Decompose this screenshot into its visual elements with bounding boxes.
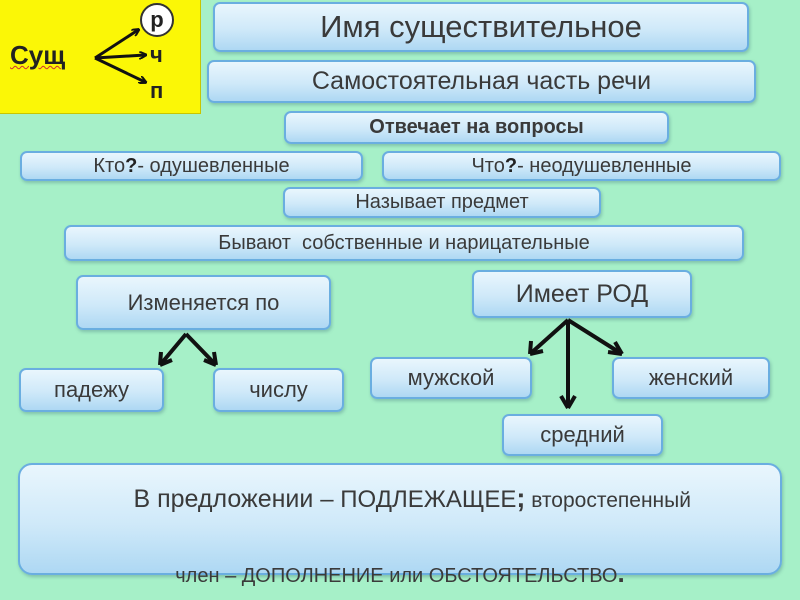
case-text: падежу — [54, 377, 129, 402]
final-period: . — [617, 558, 625, 588]
names-object-text: Называет предмет — [355, 191, 529, 213]
neuter-text: средний — [540, 422, 625, 447]
questions-header-text: Отвечает на вопросы — [369, 116, 584, 138]
who-text: - одушевленные — [137, 154, 290, 177]
title-box: Имя существительное — [213, 2, 749, 52]
masculine-text: мужской — [407, 365, 495, 390]
names-object-box: Называет предмет — [283, 187, 601, 218]
case-circle: р — [140, 3, 174, 37]
types-text: Бывают собственные и нарицательные — [218, 231, 590, 254]
sentence-line-2: член – ДОПОЛНЕНИЕ или ОБСТОЯТЕЛЬСТВО. — [175, 555, 624, 594]
questions-header-box: Отвечает на вопросы — [284, 111, 669, 144]
number-text: числу — [249, 377, 308, 402]
case-box: падежу — [19, 368, 164, 412]
semicolon: ; — [516, 483, 526, 513]
changes-label: Изменяется по — [127, 289, 280, 315]
what-word: Что — [471, 154, 505, 177]
arrow-to-masculine — [528, 318, 570, 356]
subject-text: – ПОДЛЕЖАЩЕЕ — [320, 486, 517, 513]
masculine-box: мужской — [370, 357, 532, 399]
feminine-box: женский — [612, 357, 770, 399]
letter-ch: ч — [150, 42, 163, 67]
what-question-mark: ? — [504, 154, 518, 177]
gender-arrows — [528, 318, 624, 410]
arrow-to-feminine — [566, 318, 624, 356]
feminine-text: женский — [648, 365, 734, 390]
what-text: - неодушевленные — [517, 154, 692, 177]
sentence-line-1: В предложении – ПОДЛЕЖАЩЕЕ; второстепенн… — [109, 444, 691, 555]
title-text: Имя существительное — [320, 9, 642, 44]
number-box: числу — [213, 368, 344, 412]
changes-arrows — [158, 332, 218, 367]
what-box: Что?- неодушевленные — [382, 151, 781, 181]
corner-label: Сущ — [10, 40, 66, 70]
changes-box: Изменяется по — [76, 275, 331, 330]
who-box: Кто? - одушевленные — [20, 151, 363, 181]
neuter-box: средний — [502, 414, 663, 456]
who-question-mark: ? — [125, 154, 138, 177]
gender-box: Имеет РОД — [472, 270, 692, 318]
arrow-to-number — [184, 332, 218, 367]
types-box: Бывают собственные и нарицательные — [64, 225, 744, 261]
sentence-box: В предложении – ПОДЛЕЖАЩЕЕ; второстепенн… — [18, 463, 782, 588]
who-word: Кто — [93, 154, 126, 177]
corner-block: Сущ р ч п — [0, 0, 201, 114]
arrow-to-case — [158, 332, 188, 367]
definition-box: Самостоятельная часть речи — [207, 60, 756, 103]
definition-text: Самостоятельная часть речи — [311, 67, 652, 95]
letter-p: п — [150, 78, 164, 103]
gender-label: Имеет РОД — [515, 279, 649, 308]
letter-r: р — [150, 7, 164, 32]
sentence-part-1: В предложении — [133, 485, 321, 513]
object-circumstance-text: член – ДОПОЛНЕНИЕ или ОБСТОЯТЕЛЬСТВО — [175, 565, 618, 587]
secondary-member-text: второстепенный — [525, 489, 691, 512]
